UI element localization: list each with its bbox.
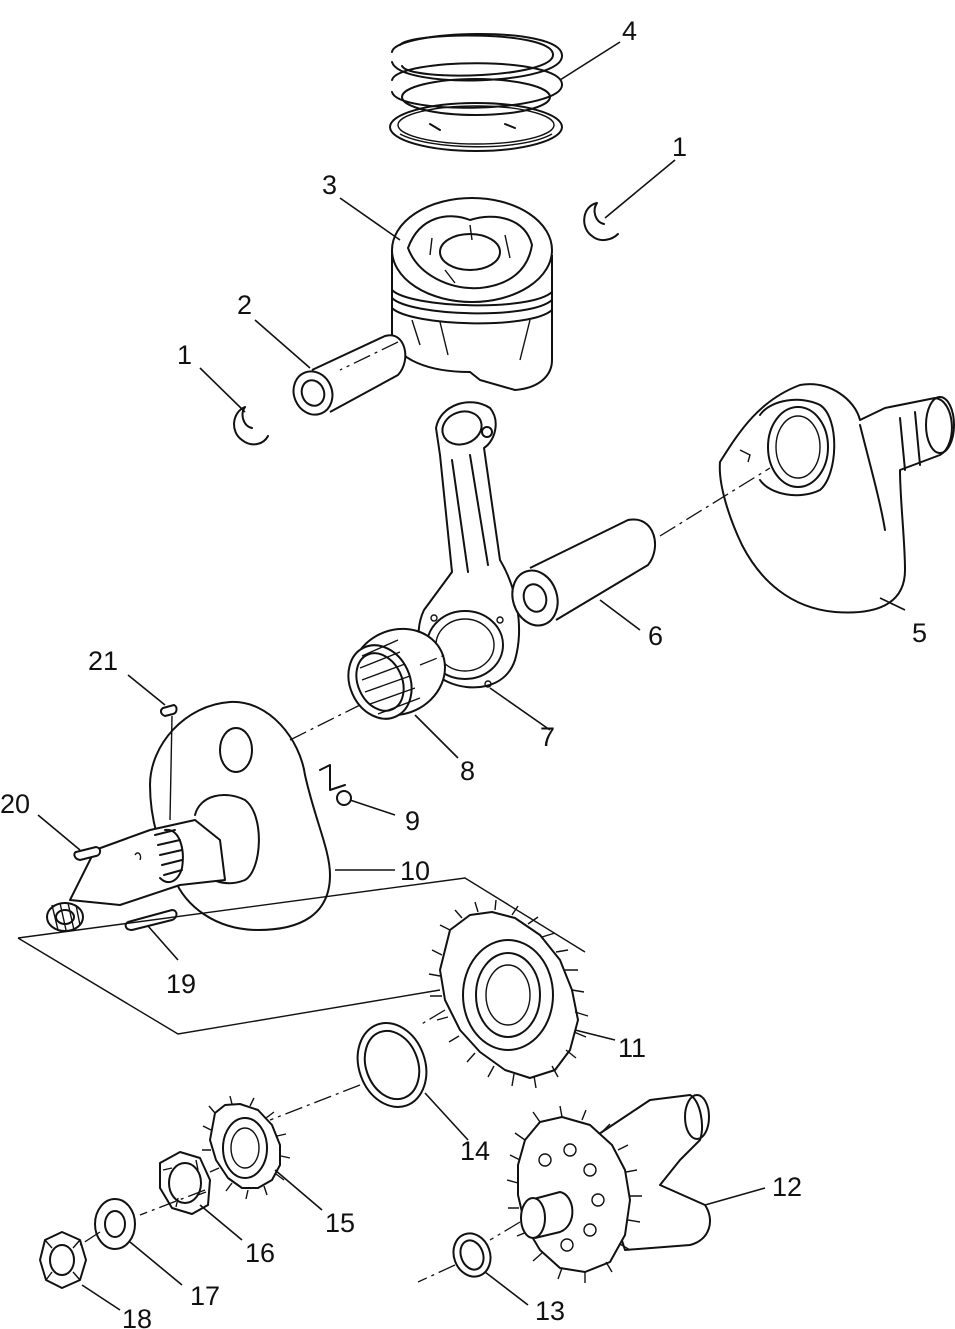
callout-19: 19 (166, 969, 196, 999)
circlip-right (583, 202, 619, 242)
callout-3: 3 (322, 170, 337, 200)
callout-13: 13 (535, 1296, 565, 1326)
callout-8: 8 (460, 756, 475, 786)
crank-half-left (46, 700, 346, 932)
callout-16: 16 (245, 1238, 275, 1268)
callout-1-right: 1 (672, 132, 687, 162)
callout-5: 5 (912, 618, 927, 648)
callout-2: 2 (237, 290, 252, 320)
callout-4: 4 (622, 16, 637, 46)
callout-21: 21 (88, 646, 118, 676)
castle-nut (159, 1151, 211, 1215)
circlip-left (233, 406, 269, 446)
callout-7: 7 (540, 722, 555, 752)
drive-gear (428, 899, 589, 1089)
callout-18: 18 (122, 1304, 152, 1329)
subassembly-outline (17, 877, 586, 1035)
callout-11: 11 (618, 1033, 646, 1063)
key-pin-20 (73, 846, 102, 861)
crank-half-right (718, 383, 955, 614)
small-washer (452, 1232, 492, 1278)
callout-12: 12 (772, 1172, 802, 1202)
crank-pin (511, 518, 656, 627)
key-pin-21 (159, 704, 178, 717)
callout-6: 6 (648, 621, 663, 651)
callout-17: 17 (190, 1281, 220, 1311)
hex-nut (39, 1231, 87, 1289)
leader-lines (37, 41, 906, 1311)
callout-10: 10 (400, 856, 430, 886)
washer (94, 1198, 136, 1250)
callout-9: 9 (405, 806, 420, 836)
needle-bearing (347, 627, 446, 720)
callout-1-left: 1 (177, 340, 192, 370)
piston (391, 197, 553, 391)
piston-pin (292, 334, 407, 416)
callout-14: 14 (460, 1136, 490, 1166)
sprocket-gear (202, 1095, 291, 1200)
balance-shaft (506, 1094, 711, 1283)
piston-rings (389, 33, 564, 152)
connecting-rod (417, 401, 521, 689)
assembly-axis-lines (79, 341, 771, 1283)
thrust-washer (356, 1022, 428, 1108)
ball (336, 790, 352, 806)
callout-20: 20 (0, 789, 30, 819)
callout-labels: 4 1 3 2 1 5 6 7 8 9 10 11 12 13 14 15 16… (0, 16, 927, 1329)
callout-15: 15 (325, 1208, 355, 1238)
